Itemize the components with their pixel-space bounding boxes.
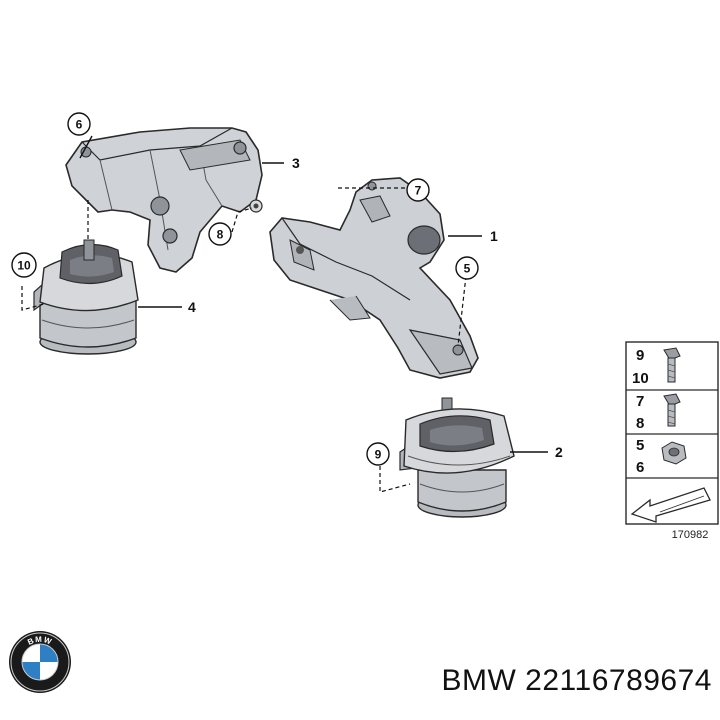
svg-text:6: 6 [76,118,83,132]
parts-diagram: 6 7 8 5 9 10 3 1 4 2 9 10 [11,112,719,541]
bracket-part-3 [65,127,263,273]
legend-row-nut: 5 6 [636,437,687,476]
callout-10: 10 [11,252,37,278]
short-bolt-icon [663,393,681,427]
svg-text:10: 10 [632,370,649,387]
svg-text:5: 5 [636,437,644,454]
leader-lines [21,135,548,493]
legend-row-bolt-short: 7 8 [636,393,681,432]
engine-mount-part-4 [33,239,139,355]
part-label-3: 3 [292,155,300,171]
callout-5: 5 [455,256,479,280]
front-direction-arrow-icon [630,487,711,523]
svg-text:8: 8 [217,228,224,242]
callout-8: 8 [208,222,232,246]
legend-row-bolt-long: 9 10 [632,347,681,387]
part-label-1: 1 [490,228,498,244]
part-label-4: 4 [188,299,196,315]
fastener-legend: 9 10 7 8 5 6 [625,341,719,525]
svg-text:9: 9 [636,347,644,364]
svg-text:5: 5 [464,262,471,276]
svg-text:7: 7 [636,393,644,410]
callout-7: 7 [406,178,430,202]
bmw-logo: BMW [9,631,71,693]
engine-mount-part-2 [399,397,515,518]
part-label-2: 2 [555,444,563,460]
svg-text:8: 8 [636,415,644,432]
hex-nut-icon [661,441,687,465]
svg-text:9: 9 [375,448,382,462]
callout-6: 6 [67,112,91,136]
diagram-reference-number: 170982 [672,529,709,541]
callout-9: 9 [366,442,390,466]
part-number-caption: BMW 22116789674 [441,664,712,697]
long-bolt-icon [663,347,681,383]
bracket-part-1 [269,177,479,379]
svg-text:7: 7 [415,184,422,198]
svg-text:10: 10 [17,259,31,273]
svg-text:6: 6 [636,459,644,476]
svg-text:BMW: BMW [26,635,53,647]
legend-row-direction [630,487,711,523]
